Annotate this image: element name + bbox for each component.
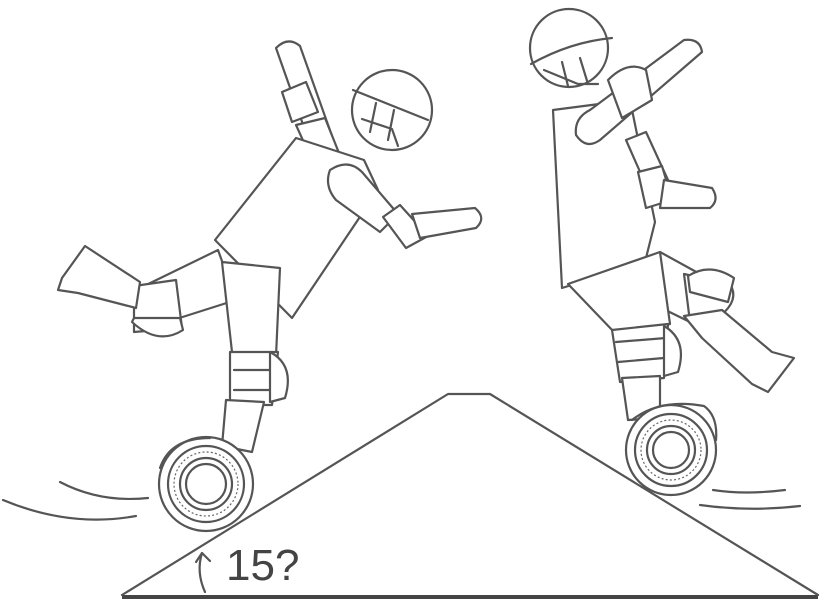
hoverboard-wheel-right: [624, 402, 718, 497]
motion-lines-left: [1, 480, 150, 521]
angle-arrow-icon: [194, 551, 212, 594]
motion-lines-right: [698, 488, 802, 510]
rider-left-figure: [56, 40, 483, 533]
slope-angle-label: 15?: [226, 541, 299, 590]
hoverboard-wheel-left: [157, 435, 255, 533]
rider-right-figure: [528, 7, 796, 497]
ramp: [120, 392, 820, 597]
